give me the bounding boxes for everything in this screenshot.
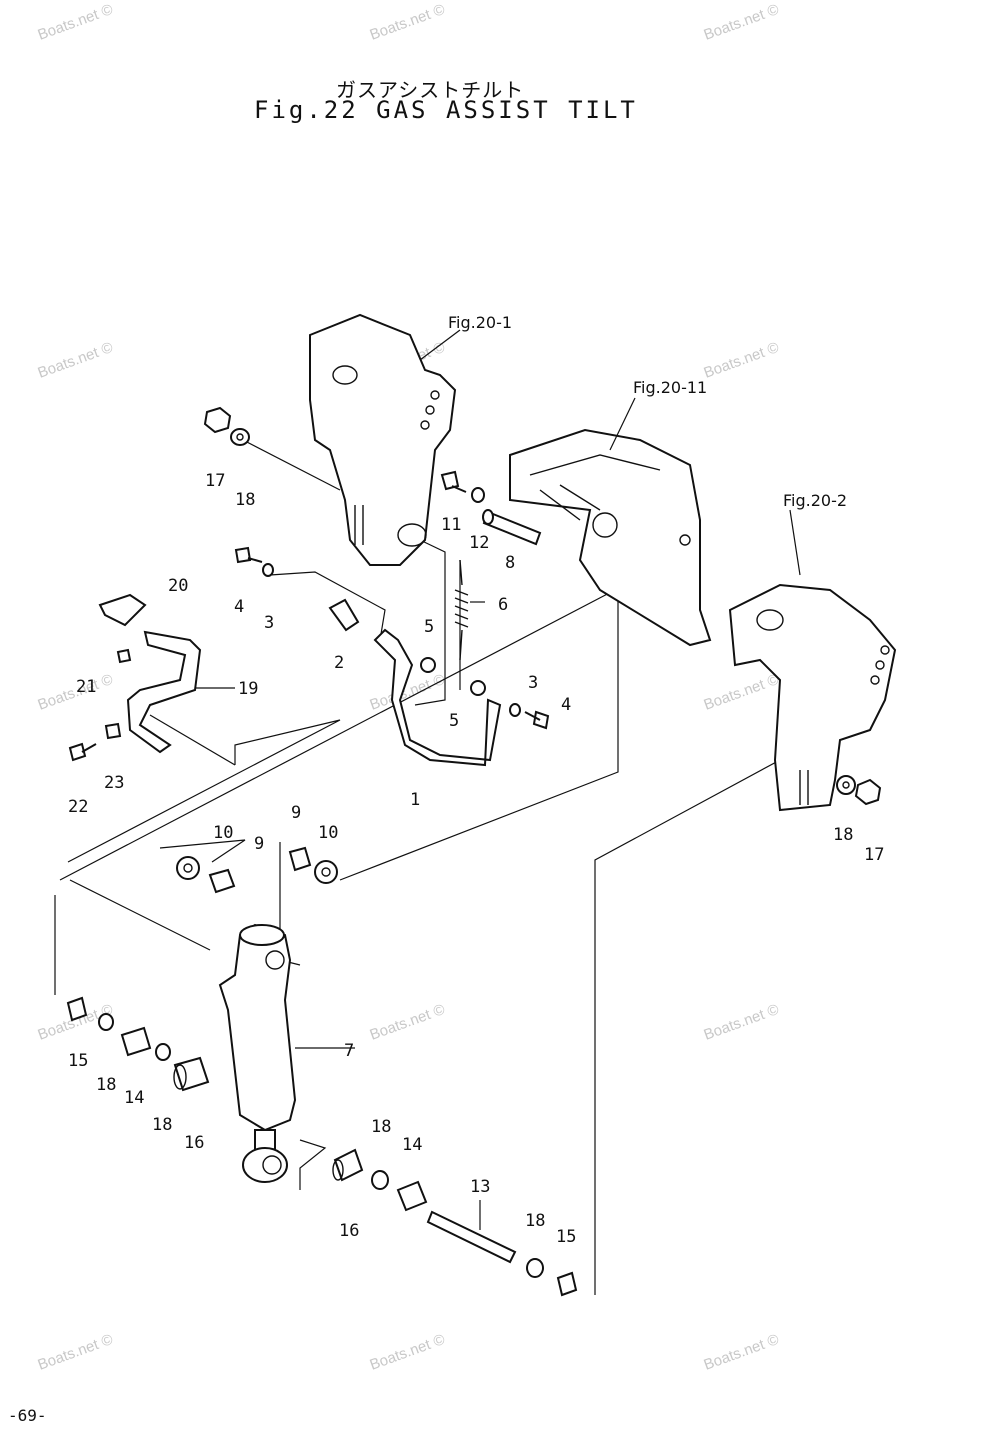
bolt-4-top (234, 546, 263, 564)
plate-20 (98, 593, 147, 627)
callout-15: 15 (556, 1227, 576, 1247)
callout-4: 4 (234, 597, 244, 617)
callout-19: 19 (238, 679, 258, 699)
callout-3: 3 (264, 613, 274, 633)
washer-12 (471, 487, 485, 503)
bushing-15-left (66, 996, 88, 1022)
callout-7: 7 (344, 1041, 354, 1061)
washer-5-top (420, 657, 436, 673)
watermark: Boats.net © (36, 1331, 116, 1374)
callout-18: 18 (235, 490, 255, 510)
bushing-15-right (556, 1271, 578, 1297)
callout-10: 10 (318, 823, 338, 843)
washer-18-br1 (371, 1170, 389, 1190)
callout-5: 5 (449, 711, 459, 731)
callout-17: 17 (205, 471, 225, 491)
nut-17-right (854, 778, 882, 806)
watermark: Boats.net © (368, 1001, 448, 1044)
bushing-9-left (208, 868, 236, 894)
callout-18: 18 (525, 1211, 545, 1231)
callout-5: 5 (424, 617, 434, 637)
washer-18-bl1 (98, 1013, 114, 1031)
bushing-10-left (176, 856, 200, 880)
callout-18: 18 (152, 1115, 172, 1135)
bushing-10-right (314, 860, 338, 884)
screw-21 (116, 648, 132, 664)
callout-10: 10 (213, 823, 233, 843)
bushing-9-right (288, 846, 312, 872)
callout-17: 17 (864, 845, 884, 865)
callout-18: 18 (96, 1075, 116, 1095)
page-number: -69- (8, 1406, 47, 1425)
watermark: Boats.net © (36, 1, 116, 44)
washer-18-bl2 (155, 1043, 171, 1061)
bolt-11 (440, 470, 467, 493)
callout-4: 4 (561, 695, 571, 715)
callout-13: 13 (470, 1177, 490, 1197)
assembly-lines (54, 439, 781, 1295)
bolt-4-mid (524, 710, 550, 730)
nut-17-top (203, 406, 232, 434)
callout-23: 23 (104, 773, 124, 793)
fig-ref-20-1: Fig.20-1 (448, 313, 512, 332)
fig-ref-20-2: Fig.20-2 (783, 491, 847, 510)
washer-18-right (836, 775, 856, 795)
bushing-16-right (332, 1148, 364, 1182)
callout-1: 1 (410, 790, 420, 810)
spring-6 (454, 559, 469, 661)
fig-ref-20-11: Fig.20-11 (633, 378, 707, 397)
swivel-bracket (509, 428, 712, 647)
callout-9: 9 (254, 834, 264, 854)
watermark: Boats.net © (702, 1001, 782, 1044)
watermark: Boats.net © (368, 1, 448, 44)
lever-1 (373, 628, 502, 767)
callout-11: 11 (441, 515, 461, 535)
washer-18-top (230, 428, 250, 446)
figure-title: Fig.22 GAS ASSIST TILT (254, 96, 638, 124)
knob-2 (328, 598, 360, 632)
callout-9: 9 (291, 803, 301, 823)
callout-8: 8 (505, 553, 515, 573)
washer-3-top (262, 563, 274, 577)
callout-14: 14 (402, 1135, 422, 1155)
callout-20: 20 (168, 576, 188, 596)
callout-3: 3 (528, 673, 538, 693)
stern-bracket-left (309, 313, 457, 566)
callout-15: 15 (68, 1051, 88, 1071)
pin-8 (482, 509, 542, 546)
bolt-22 (68, 742, 97, 762)
leader-lines (195, 329, 801, 1230)
washer-18-br2 (526, 1258, 544, 1278)
callout-18: 18 (833, 825, 853, 845)
gas-cylinder-7 (218, 923, 297, 1183)
callout-14: 14 (124, 1088, 144, 1108)
sleeve-14-left (120, 1026, 152, 1057)
watermark: Boats.net © (702, 1331, 782, 1374)
watermark: Boats.net © (702, 671, 782, 714)
shaft-13 (426, 1210, 517, 1264)
callout-21: 21 (76, 677, 96, 697)
callout-18: 18 (371, 1117, 391, 1137)
callout-12: 12 (469, 533, 489, 553)
callout-16: 16 (184, 1133, 204, 1153)
washer-5-mid (470, 680, 486, 696)
stern-bracket-right (728, 583, 897, 812)
washer-3-mid (509, 703, 521, 717)
bracket-19 (126, 630, 202, 754)
watermark: Boats.net © (702, 339, 782, 382)
nut-23 (104, 722, 122, 740)
sleeve-14-right (396, 1180, 428, 1212)
bushing-16-left (173, 1056, 210, 1092)
watermark: Boats.net © (702, 1, 782, 44)
watermark: Boats.net © (368, 1331, 448, 1374)
callout-6: 6 (498, 595, 508, 615)
callout-22: 22 (68, 797, 88, 817)
callout-16: 16 (339, 1221, 359, 1241)
callout-2: 2 (334, 653, 344, 673)
watermark: Boats.net © (36, 339, 116, 382)
title-jp: ガスアシストチルト (336, 78, 525, 102)
